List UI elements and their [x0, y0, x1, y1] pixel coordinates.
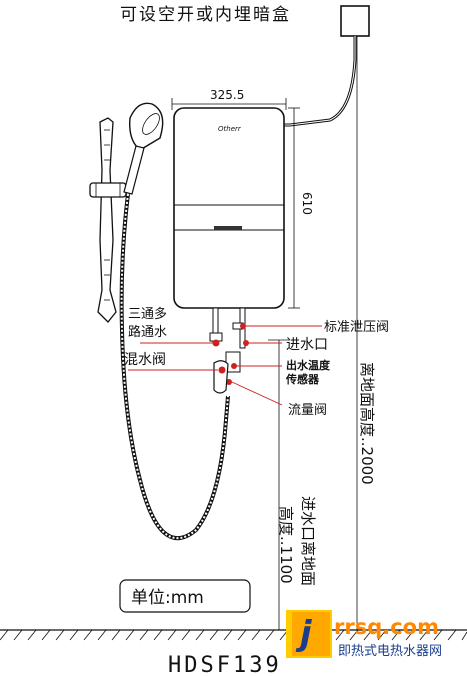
title-text: 可设空开或内埋暗盒: [120, 5, 291, 25]
three-way-label-line1: 三通多: [128, 306, 167, 322]
inlet-height-value: 高度..1100: [277, 506, 295, 584]
heater-brand: Otherr: [218, 125, 242, 133]
shower-head: [129, 102, 164, 151]
unit-label: 单位:mm: [131, 588, 204, 608]
watermark-logo: j rrsq.com 即热式电热水器网: [286, 610, 442, 659]
temp-sensor-label-line2: 传感器: [285, 372, 320, 386]
water-inlet-label: 进水口: [286, 337, 328, 353]
temp-sensor-label-line1: 出水温度: [286, 358, 331, 372]
shower-slide-rail: [97, 117, 117, 323]
water-heater-body: [173, 107, 285, 309]
three-way-dot: [212, 339, 220, 347]
mixing-valve-dot: [218, 366, 226, 374]
pressure-relief-label: 标准泄压阀: [324, 320, 389, 335]
rail-holder: [89, 182, 127, 198]
mixing-valve: [213, 360, 229, 394]
height-2000-label: 离地面高度..2000: [358, 362, 376, 485]
flow-valve-label: 流量阀: [288, 403, 327, 418]
mixing-valve-label: 混水阀: [124, 352, 166, 368]
shower-handle: [123, 145, 145, 195]
inlet-height-label: 进水口离地面: [299, 496, 317, 586]
width-label: 325.5: [210, 88, 244, 102]
watermark-domain: rrsq.com: [334, 615, 439, 639]
temp-sensor-dot: [231, 363, 237, 369]
three-way-label-line2: 路通水: [128, 324, 167, 340]
watermark-letter: j: [295, 614, 313, 654]
unit-box: [119, 579, 251, 613]
junction-box: [340, 5, 370, 37]
model-name: HDSF139: [168, 653, 282, 676]
ground-hatching: [0, 629, 467, 641]
flow-valve-dot: [226, 379, 232, 385]
height-label: 610: [300, 192, 314, 215]
pressure-relief-dot: [240, 323, 246, 329]
watermark-tagline: 即热式电热水器网: [338, 644, 442, 659]
inlet-dot: [243, 340, 249, 346]
